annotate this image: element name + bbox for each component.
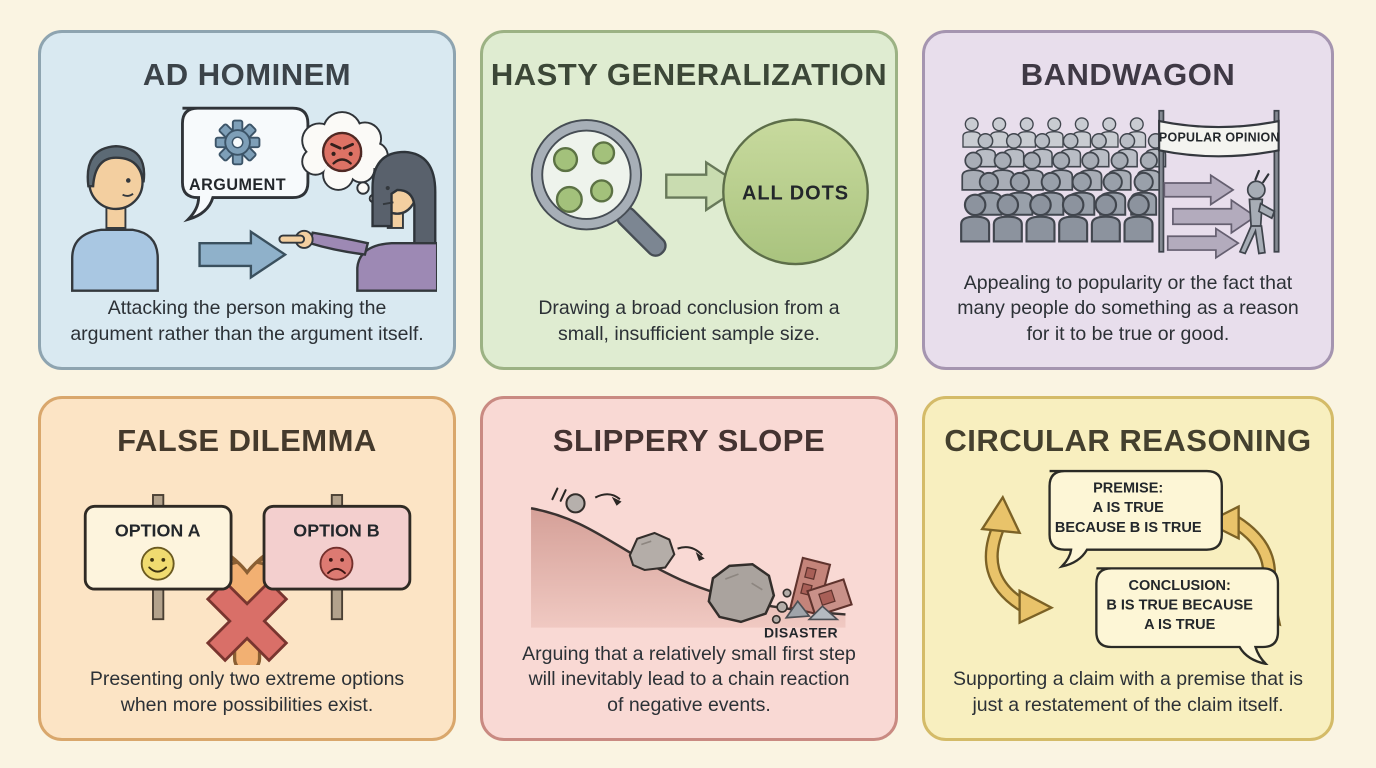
svg-text:B IS TRUE BECAUSE: B IS TRUE BECAUSE [1106, 598, 1253, 614]
svg-text:A IS TRUE: A IS TRUE [1144, 617, 1215, 633]
disaster-label: DISASTER [764, 624, 838, 639]
woman-figure [278, 150, 438, 292]
all-dots-label: ALL DOTS [742, 182, 849, 204]
arrow-right-icons [1163, 173, 1257, 260]
slide-marks-icon [551, 487, 567, 502]
curved-arrow-icon [594, 493, 705, 561]
rock-icon [628, 531, 676, 572]
walking-person-figure [1238, 180, 1276, 255]
banner-label: POPULAR OPINION [1159, 131, 1280, 145]
panel-bandwagon: BANDWAGON POPULAR OPINION [922, 30, 1334, 370]
circular-reasoning-illustration: PREMISE: A IS TRUE BECAUSE B IS TRUE CON… [925, 461, 1331, 667]
smiley-face-icon [140, 546, 175, 581]
angry-face-icon [321, 131, 363, 173]
conclusion-speech-bubble: CONCLUSION: B IS TRUE BECAUSE A IS TRUE [1094, 567, 1279, 666]
sign-post-b: OPTION B [262, 494, 412, 621]
sign-post-a: OPTION A [83, 494, 233, 621]
panel-caption: Supporting a claim with a premise that i… [952, 668, 1304, 716]
arrow-right-icon [198, 229, 288, 280]
ruined-buildings-icon [784, 556, 853, 621]
pointing-hand-icon [278, 229, 314, 249]
svg-text:A IS TRUE: A IS TRUE [1092, 500, 1163, 516]
gear-icon [214, 119, 261, 166]
banner-pole-left [1158, 109, 1165, 253]
panel-false-dilemma: FALSE DILEMMA OPTION A [38, 396, 456, 741]
magnifying-glass-icon [530, 119, 667, 257]
bandwagon-illustration: POPULAR OPINION [925, 95, 1331, 271]
ad-hominem-illustration: ARGUMENT [41, 95, 453, 296]
panel-hasty-generalization: HASTY GENERALIZATION [480, 30, 898, 370]
svg-text:BECAUSE B IS TRUE: BECAUSE B IS TRUE [1055, 520, 1202, 536]
woman-hair [371, 150, 437, 247]
slope-hill [530, 507, 846, 628]
argument-label: ARGUMENT [189, 176, 286, 194]
option-a-label: OPTION A [115, 520, 201, 540]
panel-title: SLIPPERY SLOPE [552, 423, 826, 458]
panel-title: AD HOMINEM [142, 57, 352, 92]
panel-circular-reasoning: CIRCULAR REASONING PREMISE: A IS TRUE [922, 396, 1334, 741]
all-dots-circle: ALL DOTS [722, 118, 869, 266]
man-hair [86, 145, 146, 188]
woman-arm [308, 231, 370, 256]
false-dilemma-art: OPTION A OPTION B [83, 494, 412, 666]
premise-speech-bubble: PREMISE: A IS TRUE BECAUSE B IS TRUE [1048, 469, 1223, 569]
circular-reasoning-art: PREMISE: A IS TRUE BECAUSE B IS TRUE CON… [979, 469, 1282, 666]
rubble-icon [784, 599, 840, 621]
banner-flag: POPULAR OPINION [1157, 109, 1280, 253]
slippery-slope-art: DISASTER [530, 487, 853, 640]
option-b-label: OPTION B [293, 520, 379, 540]
small-ball-icon [565, 493, 586, 514]
man-figure [70, 145, 159, 292]
hasty-generalization-art: ALL DOTS [530, 118, 869, 266]
boulder-icon [707, 562, 792, 624]
panel-title: BANDWAGON [1020, 57, 1236, 92]
bandwagon-art: POPULAR OPINION [959, 109, 1280, 260]
sad-face-icon [319, 546, 354, 581]
panel-caption: Arguing that a relatively small first st… [522, 642, 856, 716]
sample-dots [552, 141, 616, 214]
panel-caption: Appealing to popularity or the fact that… [957, 271, 1299, 345]
man-shirt [70, 228, 159, 292]
svg-text:PREMISE:: PREMISE: [1093, 481, 1163, 497]
panel-ad-hominem: AD HOMINEM [38, 30, 456, 370]
curved-cycle-arrow-left-icon [979, 494, 1054, 625]
woman-sweater [356, 241, 438, 292]
thought-bubble [301, 111, 389, 204]
svg-text:CONCLUSION:: CONCLUSION: [1128, 578, 1230, 594]
slippery-slope-illustration: DISASTER [483, 461, 895, 642]
surprise-marks-icon [1254, 169, 1270, 184]
panel-slippery-slope: SLIPPERY SLOPE [480, 396, 898, 741]
panel-title: FALSE DILEMMA [117, 423, 377, 458]
banner-pole-right [1273, 109, 1280, 253]
crowd-figures [959, 117, 1167, 243]
hasty-generalization-illustration: ALL DOTS [483, 95, 895, 296]
ad-hominem-art: ARGUMENT [70, 106, 438, 292]
speech-bubble: ARGUMENT [180, 106, 310, 223]
false-dilemma-illustration: OPTION A OPTION B [41, 461, 453, 667]
panel-title: CIRCULAR REASONING [944, 423, 1312, 458]
panel-title: HASTY GENERALIZATION [490, 57, 888, 92]
